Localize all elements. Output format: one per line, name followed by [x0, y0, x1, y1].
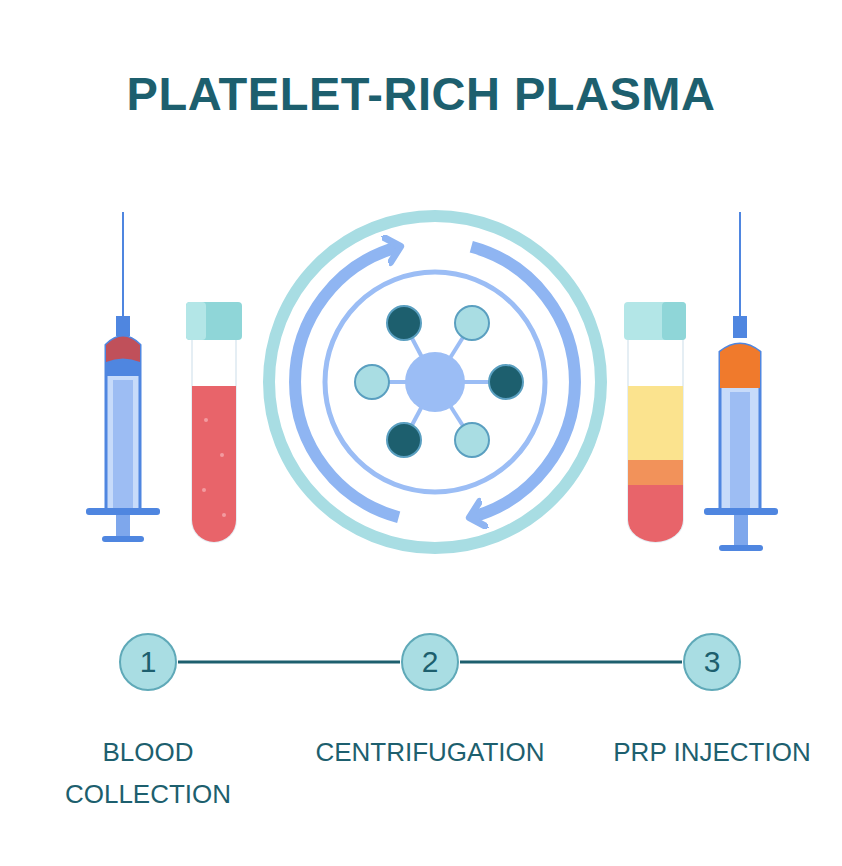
step-label: BLOOD COLLECTION: [48, 731, 248, 815]
syringe-right: [704, 212, 778, 551]
step-node: 2CENTRIFUGATION: [280, 633, 580, 773]
step-number: 3: [704, 647, 721, 677]
step-node: 1BLOOD COLLECTION: [48, 633, 248, 815]
step-number: 2: [422, 647, 439, 677]
centrifuge: [269, 216, 601, 548]
prp-tube: [624, 302, 686, 542]
timeline-connector: [460, 661, 682, 664]
diagram-title: PLATELET-RICH PLASMA: [0, 66, 842, 121]
syringe-left: [86, 212, 160, 542]
step-node: 3PRP INJECTION: [612, 633, 812, 773]
blood-tube: [186, 302, 242, 542]
step-label: CENTRIFUGATION: [280, 731, 580, 773]
step-circle: 2: [401, 633, 459, 691]
timeline-connector: [178, 661, 400, 664]
step-label: PRP INJECTION: [612, 731, 812, 773]
step-number: 1: [140, 647, 157, 677]
step-circle: 1: [119, 633, 177, 691]
step-circle: 3: [683, 633, 741, 691]
